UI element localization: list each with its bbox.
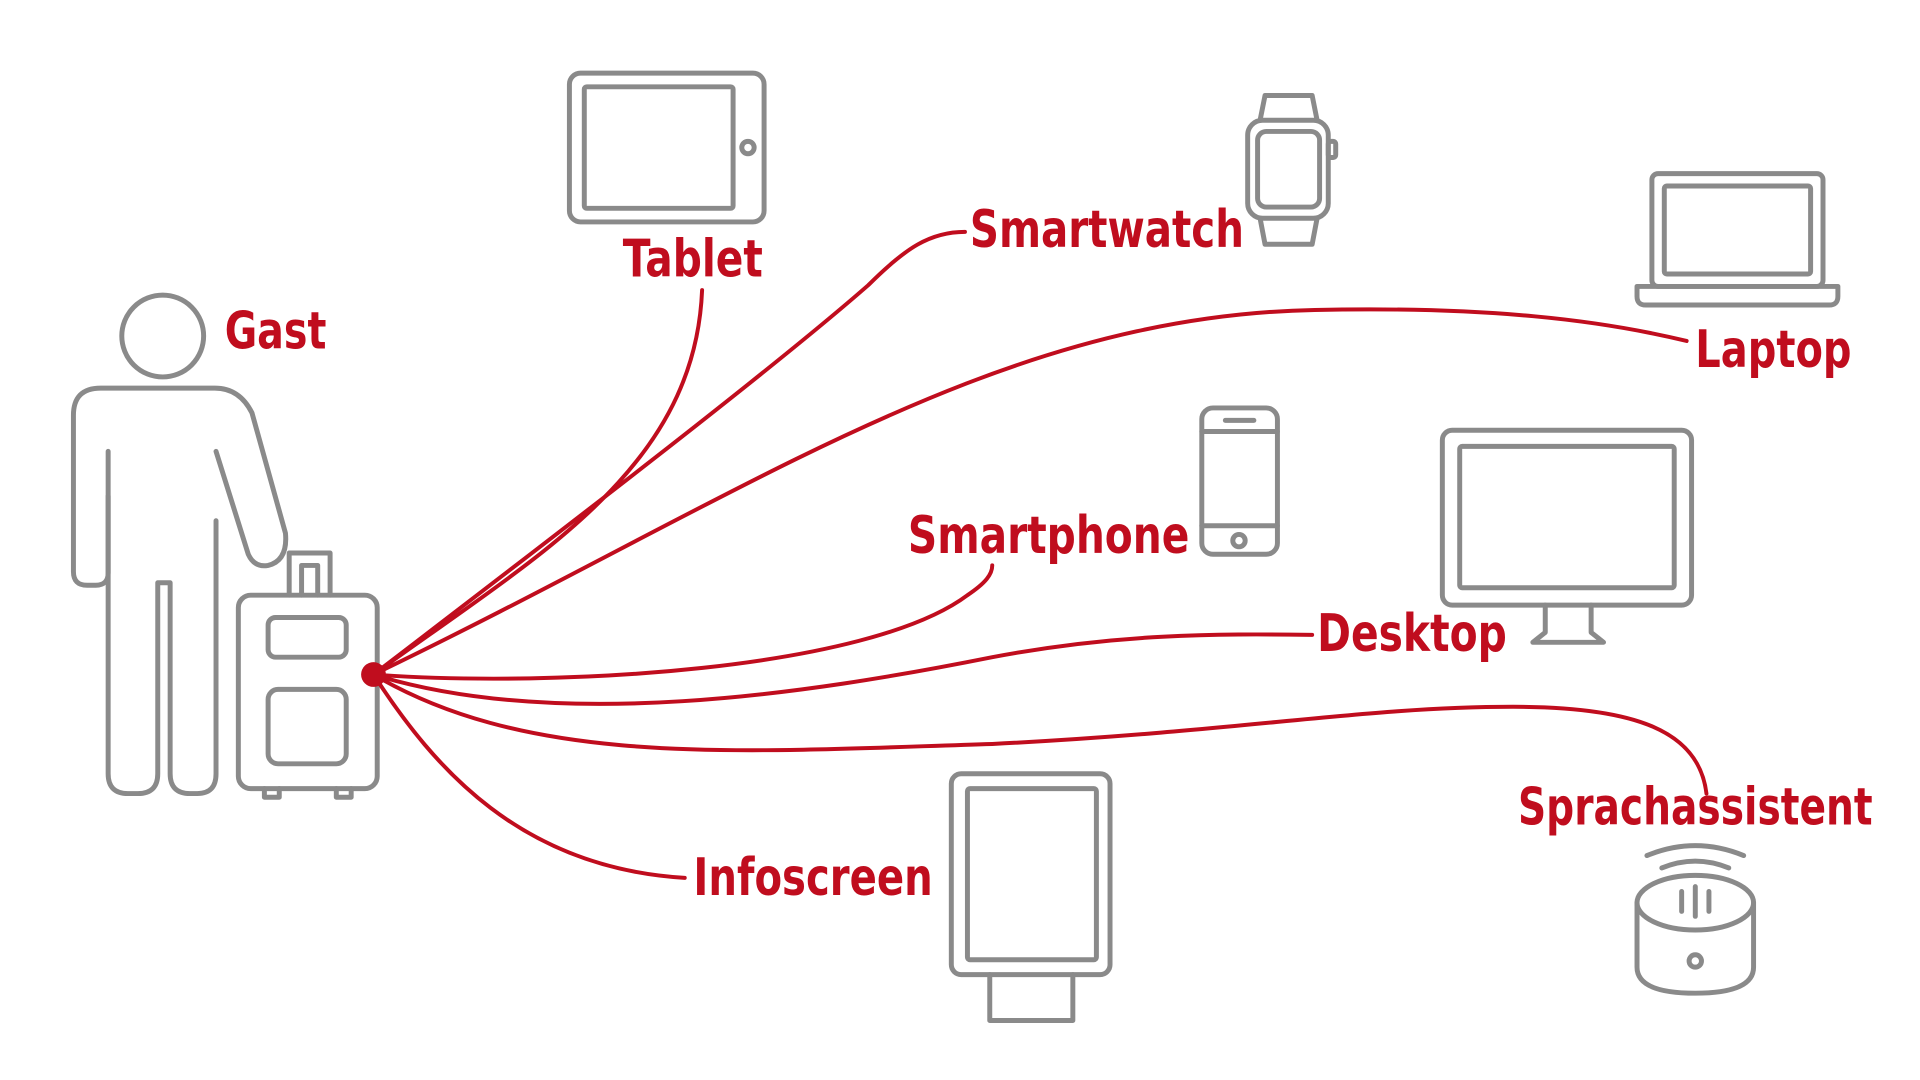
- link-infoscreen: [371, 672, 687, 880]
- label-voice-assistant: Sprachassistent: [1518, 778, 1873, 838]
- link-laptop: [371, 307, 1689, 677]
- label-smartwatch: Smartwatch: [970, 200, 1244, 260]
- smartwatch-icon: [1245, 92, 1339, 247]
- connection-hub: [361, 662, 386, 687]
- labels: Gast Tablet Smartwatch Laptop Smartphone…: [225, 200, 1873, 908]
- connection-lines: [361, 229, 1709, 880]
- laptop-icon: [1634, 171, 1841, 308]
- label-tablet: Tablet: [623, 230, 763, 290]
- link-smartphone: [371, 563, 995, 681]
- link-voice-assistant: [371, 672, 1709, 796]
- voice-assistant-icon: [1634, 843, 1757, 996]
- person-icon: [70, 292, 289, 797]
- link-tablet: [371, 288, 705, 677]
- link-desktop: [371, 632, 1315, 706]
- label-guest: Gast: [225, 301, 327, 361]
- label-desktop: Desktop: [1317, 604, 1507, 664]
- label-laptop: Laptop: [1695, 320, 1851, 380]
- label-smartphone: Smartphone: [908, 506, 1189, 566]
- suitcase-icon: [235, 550, 380, 800]
- label-infoscreen: Infoscreen: [693, 848, 932, 908]
- infoscreen-icon: [948, 771, 1113, 1023]
- link-smartwatch: [371, 229, 967, 677]
- desktop-icon: [1439, 427, 1695, 645]
- tablet-icon: [566, 70, 767, 225]
- smartphone-icon: [1199, 405, 1280, 557]
